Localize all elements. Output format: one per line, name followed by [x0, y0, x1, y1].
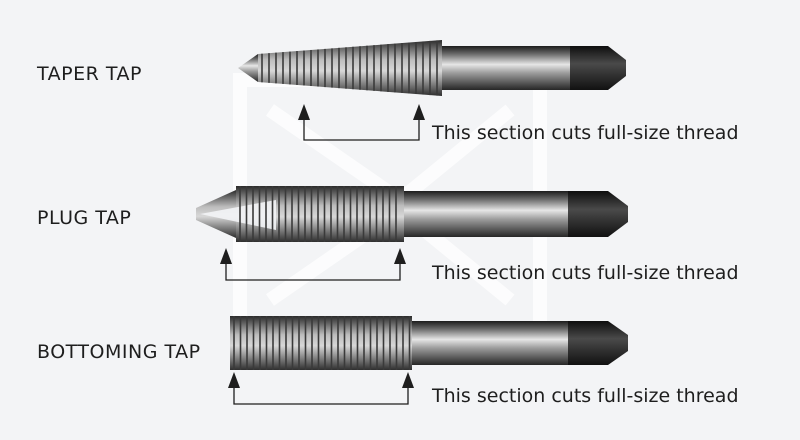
plug-tap-square-end — [568, 191, 608, 237]
plug-tap-thread-grooves — [239, 186, 397, 242]
bottoming-tap-caption: This section cuts full-size thread — [432, 385, 739, 407]
plug-tap-end-chamfer — [608, 191, 628, 237]
taper-tap-caption: This section cuts full-size thread — [432, 122, 739, 144]
taper-tap-point — [238, 54, 258, 82]
taper-tap-dimension-bracket — [298, 104, 425, 141]
bottoming-tap-square-end — [568, 321, 608, 365]
taper-tap-label: TAPER TAP — [37, 63, 142, 85]
bottoming-tap-threaded-body — [230, 316, 412, 370]
bottoming-tap-shank — [410, 321, 570, 365]
taper-tap-square-end — [570, 46, 608, 90]
bottoming-tap-end-chamfer — [608, 321, 628, 365]
bottoming-tap-thread-grooves — [233, 316, 411, 370]
bottoming-tap-dimension-bracket — [228, 372, 414, 405]
taper-tap-thread-grooves — [261, 40, 438, 96]
plug-tap-dimension-bracket — [220, 248, 406, 281]
taper-tap-shank — [440, 46, 572, 90]
taper-tap-end-chamfer — [608, 46, 626, 90]
plug-tap-flute — [200, 200, 276, 230]
plug-tap-shank — [402, 191, 570, 237]
plug-tap-label: PLUG TAP — [37, 207, 132, 229]
bottoming-tap-label: BOTTOMING TAP — [37, 341, 201, 363]
bottoming-tap — [230, 316, 628, 370]
plug-tap-caption: This section cuts full-size thread — [432, 262, 739, 284]
plug-tap — [196, 186, 628, 242]
taper-tap-threaded-body — [258, 40, 442, 96]
taper-tap — [238, 40, 626, 96]
